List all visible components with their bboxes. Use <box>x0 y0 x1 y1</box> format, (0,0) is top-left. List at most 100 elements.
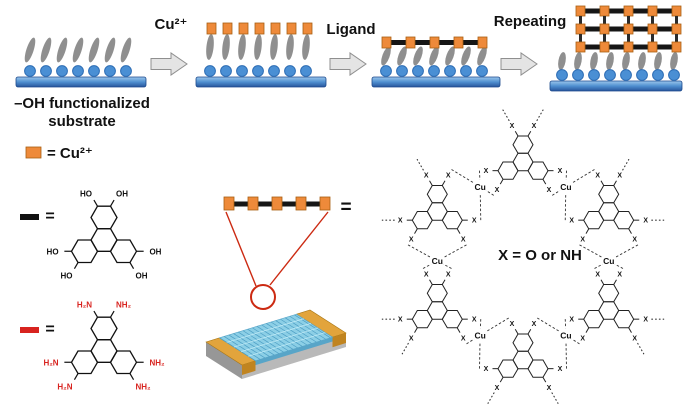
anchor-sphere <box>668 69 680 81</box>
molecule-brush <box>381 46 391 66</box>
benzene-ring <box>527 359 549 378</box>
benzene-ring <box>441 310 463 329</box>
benzene-ring <box>426 284 448 303</box>
cu-ion-square <box>405 36 416 49</box>
benzene-ring <box>90 205 118 230</box>
cu-node-label: Cu <box>603 256 614 266</box>
substituent-bond <box>109 310 115 318</box>
x-site-label: X <box>632 336 637 343</box>
x-site-label: X <box>484 168 489 175</box>
x-site-label: X <box>510 321 515 328</box>
panel-oh-substrate <box>15 37 147 88</box>
x-site-label: X <box>617 272 622 279</box>
ligand-bar <box>657 44 672 50</box>
x-site-label: X <box>424 272 429 279</box>
substrate-slab <box>195 76 327 88</box>
ligand-bar <box>306 201 320 207</box>
substituent-label: OH <box>149 247 161 256</box>
cu-ion-square <box>671 41 682 53</box>
x-site-label: X <box>446 173 451 180</box>
substituent-bond <box>129 373 135 381</box>
x-site-label: X <box>569 218 574 225</box>
cu-ion-square <box>623 5 634 17</box>
benzene-ring <box>598 284 620 303</box>
step2-label: Ligand <box>326 21 375 38</box>
substituent-bond <box>456 327 461 333</box>
molecule-brush <box>445 46 455 66</box>
cu-node-label: Cu <box>432 256 443 266</box>
anchor-sphere <box>300 65 312 77</box>
coordination-bond <box>485 190 494 196</box>
molecule-brush <box>558 52 566 70</box>
cu-ion-square <box>575 23 586 35</box>
x-site-label: X <box>398 218 403 225</box>
coordination-bond <box>579 244 603 259</box>
step-arrow-icon <box>500 52 538 76</box>
benzene-ring <box>90 316 118 341</box>
anchor-sphere <box>636 69 648 81</box>
anchor-sphere <box>444 65 456 77</box>
anchor-sphere <box>412 65 424 77</box>
panel-cu-attached <box>195 22 327 88</box>
anchor-sphere <box>380 65 392 77</box>
zoom-circle <box>250 284 276 310</box>
x-site-label: X <box>472 317 477 324</box>
x-site-label: X <box>409 336 414 343</box>
molecule-brush <box>270 34 278 60</box>
network-formula-label: X = O or NH <box>498 247 582 264</box>
cu-ion-square <box>222 22 233 35</box>
anchor-sphere <box>268 65 280 77</box>
ligand-bar <box>258 201 272 207</box>
molecule-brush <box>120 37 132 63</box>
ligand-bar <box>609 44 624 50</box>
x-site-label: X <box>461 336 466 343</box>
anchor-sphere <box>652 69 664 81</box>
zoom-line-left <box>225 211 257 287</box>
film-grid-line <box>241 327 319 352</box>
film-grid-line <box>248 332 326 357</box>
benzene-ring <box>527 161 549 180</box>
cu-ion-square <box>575 41 586 53</box>
x-site-label: X <box>398 317 403 324</box>
x-site-label: X <box>409 237 414 244</box>
cu-ion-square <box>25 146 42 159</box>
benzene-ring <box>411 310 433 329</box>
cu-ion-square <box>453 36 464 49</box>
ligand-bar <box>585 44 600 50</box>
ligand-bar <box>657 8 672 14</box>
benzene-ring <box>598 185 620 204</box>
molecule-brush <box>206 34 214 60</box>
step-arrows <box>150 52 538 76</box>
anchor-sphere <box>428 65 440 77</box>
x-site-label: X <box>595 173 600 180</box>
coordination-bond <box>485 317 509 333</box>
film-grid-line <box>275 320 312 344</box>
cu-ion-square <box>286 22 297 35</box>
substituent-bond <box>429 180 433 186</box>
legend-equals-red: = <box>45 321 54 338</box>
step-arrow-icon <box>150 52 188 76</box>
substituent-bond <box>613 279 617 285</box>
substituent-label: H₂N <box>43 358 58 367</box>
substituent-bond <box>585 327 590 333</box>
film-grid-line <box>226 318 304 343</box>
cu-node-label: Cu <box>474 182 485 192</box>
benzene-ring <box>426 185 448 204</box>
x-site-label: X <box>424 173 429 180</box>
ligand-bar <box>633 26 648 32</box>
substituent-bond <box>499 179 504 185</box>
anchor-sphere <box>56 65 68 77</box>
molecule-brush <box>397 46 407 66</box>
step3-label: Repeating <box>494 13 567 30</box>
film-grid-line <box>280 318 317 343</box>
cu-ion-square <box>295 196 307 211</box>
substituent-label: HO <box>80 189 92 198</box>
cu-ion-square <box>206 22 217 35</box>
legend-equals-black: = <box>45 208 54 225</box>
benzene-ring <box>583 310 605 329</box>
x-site-label: X <box>484 366 489 373</box>
benzene-ring <box>497 161 519 180</box>
benzene-ring <box>441 211 463 230</box>
film-grid-line <box>294 314 331 339</box>
